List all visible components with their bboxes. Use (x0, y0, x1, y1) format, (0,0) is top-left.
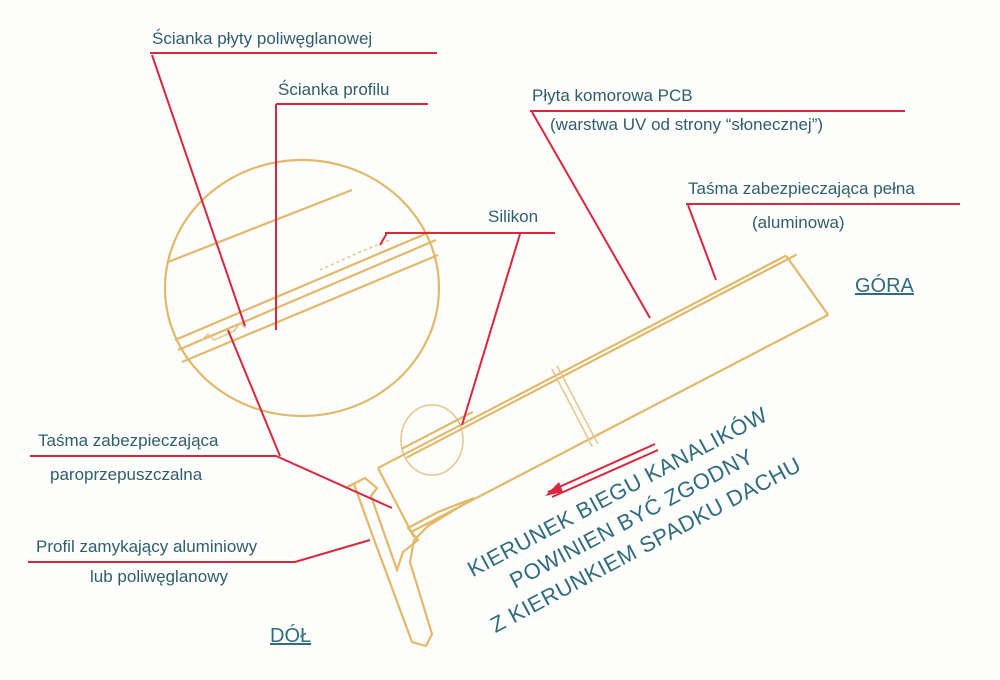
label-silicone: Silikon (488, 207, 538, 226)
polycarbonate-panel (377, 253, 830, 538)
closing-profile (344, 476, 475, 648)
label-wall-polycarbonate: Ścianka płyty poliwęglanowej (152, 29, 372, 48)
detail-marker-circle (400, 404, 464, 476)
label-tape-vapor-line2: paroprzepuszczalna (50, 465, 203, 484)
label-profile-line2: lub poliwęglanowy (90, 567, 228, 586)
label-tape-vapor-line1: Taśma zabezpieczająca (38, 431, 219, 450)
label-wall-profile: Ścianka profilu (278, 80, 390, 99)
detail-magnified-view (163, 158, 441, 418)
label-pcb-sheet-note: (warstwa UV od strony “słonecznej”) (550, 115, 823, 134)
label-tape-full-note: (aluminowa) (752, 213, 845, 232)
direction-note: KIERUNEK BIEGU KANALIKÓW POWINIEN BYĆ ZG… (463, 402, 805, 638)
leader-lines (28, 52, 960, 563)
label-pcb-sheet: Płyta komorowa PCB (532, 86, 693, 105)
slope-direction-arrow-icon (545, 443, 659, 498)
label-bottom: DÓŁ (270, 624, 311, 647)
label-profile-line1: Profil zamykający aluminiowy (36, 537, 258, 556)
label-top: GÓRA (855, 274, 915, 297)
label-tape-full: Taśma zabezpieczająca pełna (688, 179, 915, 198)
